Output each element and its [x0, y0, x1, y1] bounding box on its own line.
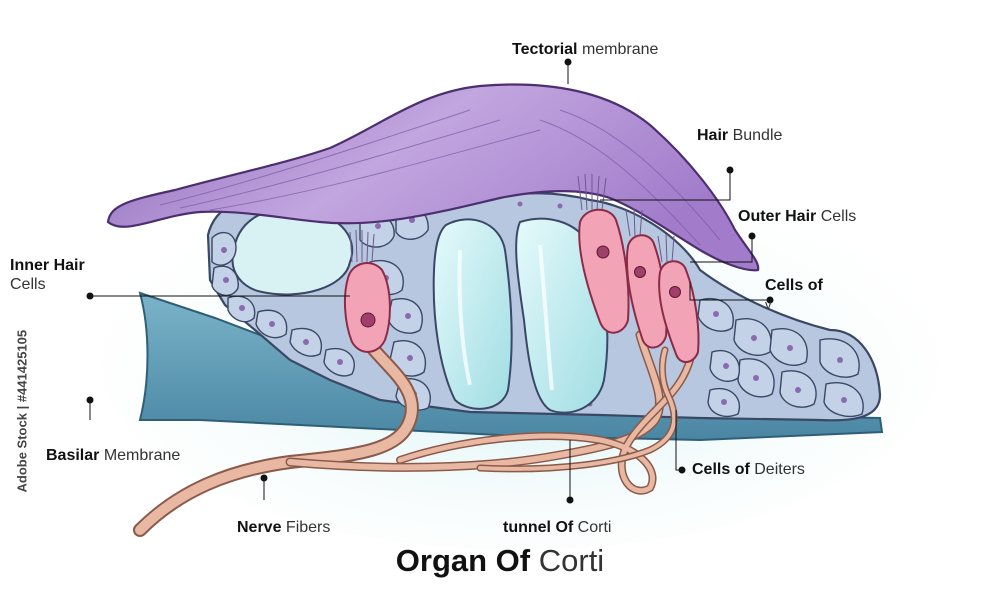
outer-hair-cell-3: [658, 260, 700, 363]
label-basilar-regular: Membrane: [99, 447, 181, 464]
outer-hair-cell-3-nucleus: [669, 286, 681, 298]
label-basilar-membrane: Basilar Membrane: [46, 446, 180, 465]
label-tunnel-regular: Corti: [573, 519, 612, 536]
label-deiters-bold: Cells of: [692, 461, 750, 478]
label-tectorial-bold: Tectorial: [512, 41, 578, 58]
tectorial-membrane: [106, 83, 760, 272]
title-regular: Corti: [530, 543, 605, 578]
label-nerve-bold: Nerve: [237, 519, 282, 536]
inner-hair-cell-nucleus: [360, 312, 376, 328]
hair-bundles: [349, 173, 675, 263]
label-cells-of-v: Cells of v: [765, 276, 885, 314]
label-tectorial-regular: membrane: [577, 41, 659, 58]
label-hair-bundle-bold: Hair: [697, 127, 729, 144]
tunnel-highlight: [457, 249, 472, 386]
stock-watermark-id: Adobe Stock | #441425105: [14, 329, 30, 493]
label-cells-of-v-bold: Cells of: [765, 277, 823, 294]
label-outer-hair-bold: Outer Hair: [738, 208, 817, 225]
tectorial-fibers: [159, 109, 721, 246]
label-deiters-regular: Deiters: [749, 461, 805, 478]
label-inner-hair-cells: Inner Hair Cells: [10, 256, 130, 294]
label-inner-hair-bold: Inner Hair: [10, 257, 85, 274]
tunnel-highlight-2: [538, 244, 554, 391]
label-hair-bundle-regular: Bundle: [728, 127, 783, 144]
tunnel-pillar-left: [432, 218, 513, 410]
outer-hair-cell-1: [578, 208, 630, 334]
label-tectorial-membrane: Tectorial membrane: [512, 40, 658, 59]
label-tunnel-of-corti: tunnel Of Corti: [503, 518, 611, 537]
outer-hair-cell-2-nucleus: [634, 266, 646, 278]
label-nerve-regular: Fibers: [281, 519, 331, 536]
label-outer-hair-regular: Cells: [816, 208, 857, 225]
nerve-fibers: [133, 330, 694, 537]
label-inner-hair-regular: Cells: [10, 276, 46, 293]
leader-dots: [86, 58, 774, 504]
label-tunnel-bold: tunnel Of: [503, 519, 574, 536]
outer-hair-cell-1-nucleus: [596, 245, 610, 259]
label-basilar-bold: Basilar: [46, 447, 100, 464]
outer-hair-cell-2: [625, 234, 668, 349]
label-hair-bundle: Hair Bundle: [697, 126, 782, 145]
label-cells-of-v-regular: v: [765, 297, 772, 312]
title-bold: Organ Of: [395, 543, 531, 578]
label-outer-hair-cells: Outer Hair Cells: [738, 207, 856, 226]
inner-hair-cell: [343, 262, 391, 353]
label-nerve-fibers: Nerve Fibers: [237, 518, 330, 537]
label-cells-of-deiters: Cells of Deiters: [692, 460, 805, 479]
diagram-title: Organ Of Corti: [0, 543, 1000, 579]
